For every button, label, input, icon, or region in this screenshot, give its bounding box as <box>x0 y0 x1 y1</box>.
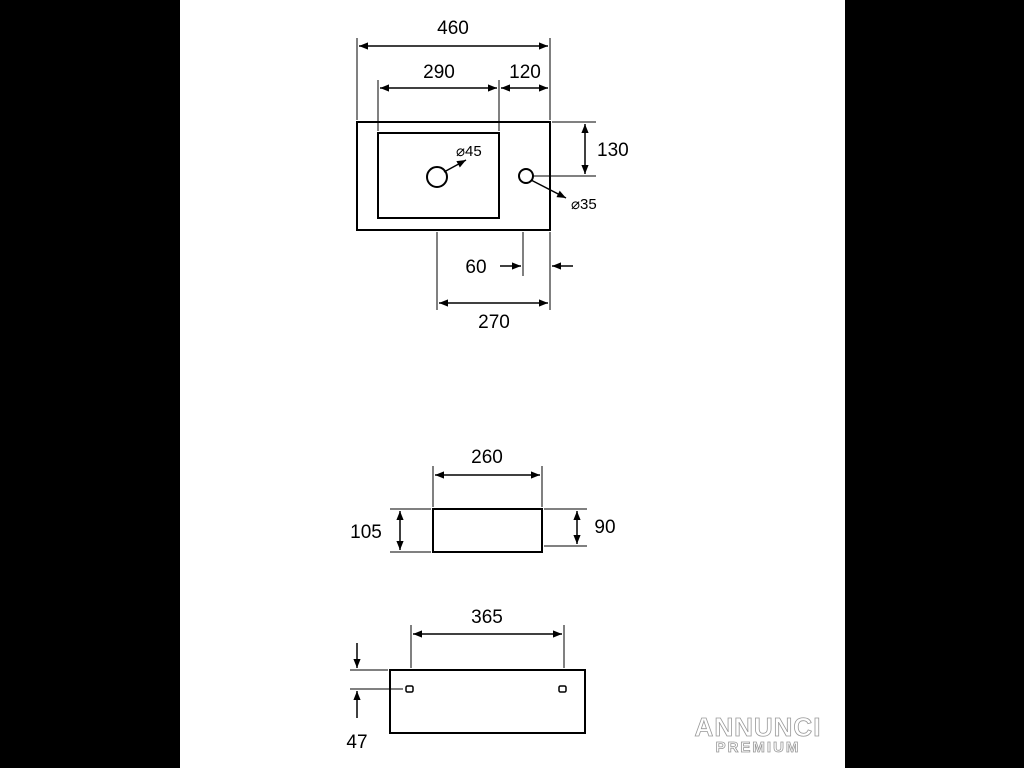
drain-leader <box>443 159 467 173</box>
top-view-labels: 460 290 120 130 60 270 <box>423 18 629 333</box>
side-view <box>390 466 587 553</box>
mount-hole-right <box>558 685 567 693</box>
label-90: 90 <box>594 517 615 538</box>
label-105: 105 <box>350 522 382 543</box>
left-letterbox <box>0 0 180 768</box>
top-view <box>356 38 596 310</box>
basin-bowl <box>377 132 500 219</box>
side-profile <box>432 508 543 553</box>
label-460: 460 <box>437 18 469 39</box>
back-view-labels: 365 47 <box>346 607 502 753</box>
label-260: 260 <box>471 447 503 468</box>
drawing-sheet <box>180 0 845 768</box>
right-letterbox <box>845 0 1024 768</box>
back-profile <box>389 669 586 734</box>
label-47: 47 <box>346 732 367 753</box>
tap-hole <box>518 168 534 184</box>
watermark-logo: ANNUNCI PREMIUM <box>694 712 822 757</box>
label-drain-diameter: ⌀45 <box>456 143 482 160</box>
label-130: 130 <box>597 140 629 161</box>
mount-hole-left <box>405 685 414 693</box>
label-270: 270 <box>478 312 510 333</box>
drain-hole <box>426 166 448 188</box>
label-120: 120 <box>509 62 541 83</box>
watermark-line1: ANNUNCI <box>695 712 822 742</box>
label-60: 60 <box>465 257 486 278</box>
basin-outline <box>356 121 551 231</box>
label-290: 290 <box>423 62 455 83</box>
watermark-line2: PREMIUM <box>716 739 801 756</box>
back-view <box>350 625 586 734</box>
label-tap-diameter: ⌀35 <box>571 196 597 213</box>
label-365: 365 <box>471 607 503 628</box>
side-view-labels: 260 105 90 <box>350 447 615 543</box>
tap-leader <box>530 179 567 199</box>
